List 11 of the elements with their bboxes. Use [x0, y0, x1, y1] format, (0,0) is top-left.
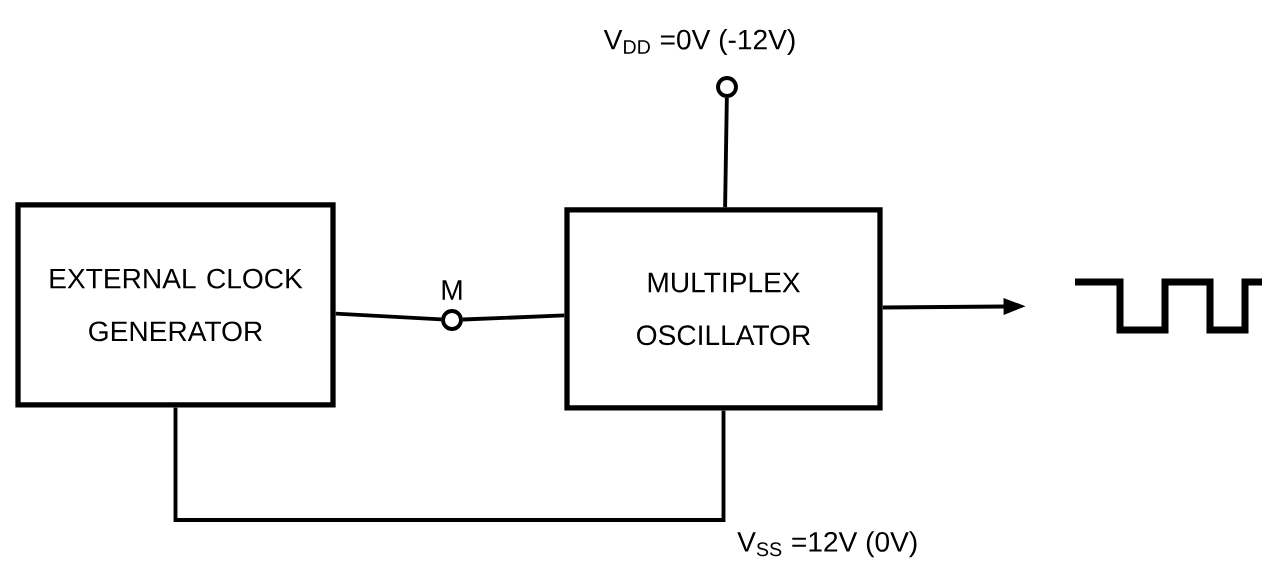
terminal-circle [716, 76, 738, 98]
wire [462, 313, 565, 322]
terminal-label: M [442, 280, 462, 300]
process-box: EXTERNAL CLOCK GENERATOR [15, 202, 336, 408]
wire [723, 97, 729, 208]
terminal-label: V$_{DD}$ =0V (-12V) [603, 28, 795, 56]
process-box: MULTIPLEX OSCILLATOR [564, 207, 883, 411]
edge-label: V$_{SS}$ =12V (0V) [735, 529, 920, 560]
wire [173, 407, 726, 522]
terminal-circle [441, 309, 463, 331]
wire [335, 311, 442, 322]
